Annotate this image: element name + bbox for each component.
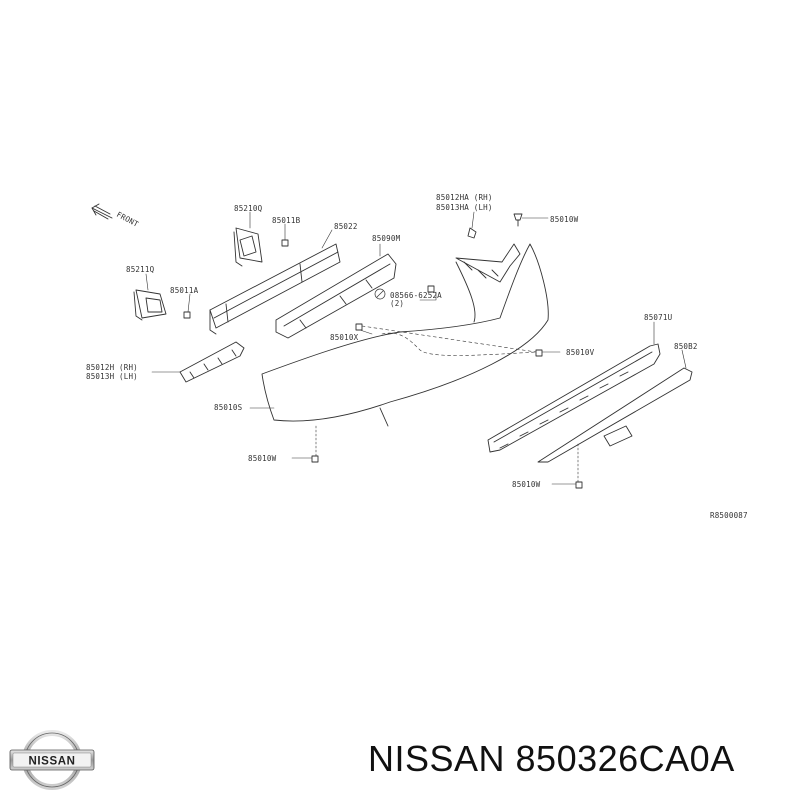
part-number-title: NISSAN 850326CA0A — [368, 738, 735, 779]
callout-85011b: 85011B — [272, 216, 301, 225]
clip-85010x — [355, 323, 363, 331]
callout-850b2: 850B2 — [674, 342, 698, 351]
front-arrow-icon — [91, 203, 113, 220]
side-retainer-85012ha — [455, 227, 521, 283]
clip-85011a — [183, 311, 191, 319]
garnish-850b2 — [537, 367, 693, 463]
side-bracket-85012h — [179, 341, 245, 383]
drawing-code: R8500087 — [710, 511, 748, 520]
bracket-85210q — [233, 227, 263, 267]
nissan-logo: NISSAN — [9, 730, 95, 790]
callout-85012h: 85012H (RH) — [86, 363, 138, 372]
screw-08566-6252a — [427, 285, 435, 293]
clip-85010v — [535, 349, 543, 357]
callout-85010w-left: 85010W — [248, 454, 277, 463]
bumper-fascia-85010s — [261, 243, 549, 427]
callout-85090m: 85090M — [372, 234, 401, 243]
reflector-85071u — [487, 343, 661, 453]
callout-85011a: 85011A — [170, 286, 199, 295]
callout-85211q: 85211Q — [126, 265, 155, 274]
callout-85013ha: 85013HA (LH) — [436, 203, 493, 212]
callout-85010s: 85010S — [214, 403, 243, 412]
screw-85010w-top — [513, 213, 523, 227]
clip-85011b — [281, 239, 289, 247]
callout-85012ha: 85012HA (RH) — [436, 193, 493, 202]
bracket-85211q — [133, 289, 167, 321]
callout-08566-qty: (2) — [390, 299, 404, 308]
callout-85010x: 85010X — [330, 333, 359, 342]
callout-85071u: 85071U — [644, 313, 672, 322]
screw-85010w-bottom — [575, 481, 583, 489]
callout-85010w-bottom: 85010W — [512, 480, 541, 489]
reinforcement-85022 — [209, 243, 341, 335]
callout-85210q: 85210Q — [234, 204, 263, 213]
logo-wordmark: NISSAN — [28, 756, 75, 768]
front-label: FRONT — [115, 210, 140, 229]
callout-85022: 85022 — [334, 222, 358, 231]
leader-lines — [145, 211, 687, 485]
screw-symbol-icon — [374, 288, 386, 300]
callout-08566-6252a: 08566-6252A — [390, 291, 442, 300]
absorber-85090m — [275, 253, 397, 339]
callout-85010v: 85010V — [566, 348, 595, 357]
screw-85010w-left — [311, 455, 319, 463]
callout-85013h: 85013H (LH) — [86, 372, 138, 381]
callout-85010w-top: 85010W — [550, 215, 579, 224]
